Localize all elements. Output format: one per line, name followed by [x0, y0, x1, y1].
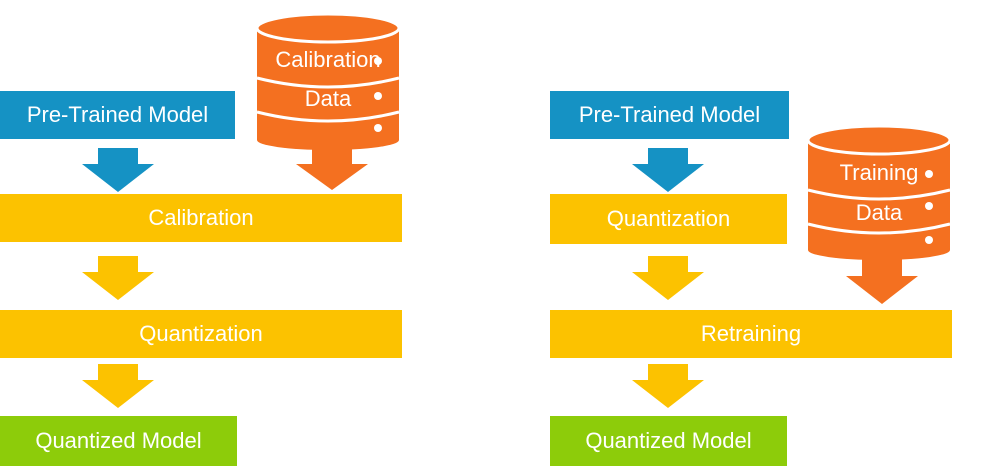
database-label-left-line2: Data [304, 86, 352, 111]
arrow-orange-right [846, 258, 918, 304]
arrow-orange-left [296, 148, 368, 190]
arrow-yellow-left-1 [82, 256, 154, 300]
pretrained-model-right: Pre-Trained Model [550, 91, 789, 139]
database-label-right-line1: Training [839, 160, 919, 185]
database-icon-left [255, 12, 401, 150]
quantized-model-left: Quantized Model [0, 416, 237, 466]
calibration-step: Calibration [0, 194, 402, 242]
pretrained-model-left: Pre-Trained Model [0, 91, 235, 139]
quantization-step-right: Quantization [550, 194, 787, 244]
database-icon-right [806, 124, 952, 260]
arrow-yellow-left-2 [82, 364, 154, 408]
arrow-yellow-right-1 [632, 256, 704, 300]
database-label-right-line2: Data [855, 200, 903, 225]
database-label-left-line1: Calibration [275, 47, 381, 72]
arrow-blue-right [632, 148, 704, 192]
quantized-model-right: Quantized Model [550, 416, 787, 466]
retraining-step: Retraining [550, 310, 952, 358]
arrow-blue-left [82, 148, 154, 192]
quantization-step-left: Quantization [0, 310, 402, 358]
arrow-yellow-right-2 [632, 364, 704, 408]
